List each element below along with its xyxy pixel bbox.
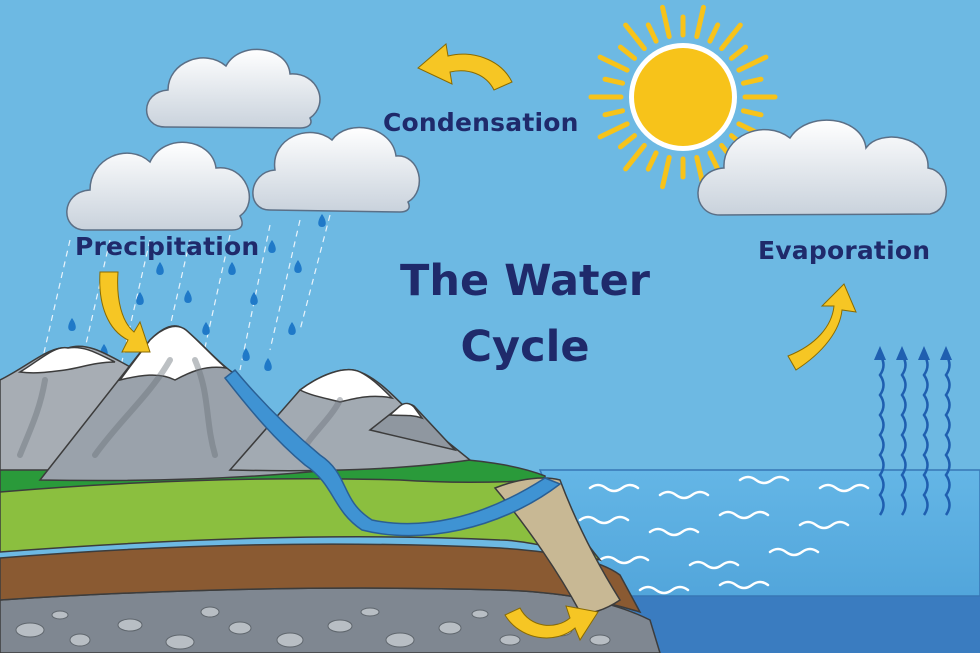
cloud-icon — [66, 141, 251, 231]
evaporation-label: Evaporation — [758, 236, 931, 265]
cycle-arrow-icon — [787, 283, 857, 371]
cycle-arrow-icon — [417, 43, 513, 91]
mountain-icon — [0, 325, 472, 482]
deep-sea — [620, 596, 980, 653]
cycle-arrow-icon — [99, 271, 151, 353]
wave-icon — [578, 475, 870, 595]
precipitation-label: Precipitation — [75, 232, 260, 261]
shore-slope — [493, 477, 622, 614]
title-line-2: Cycle — [460, 322, 590, 372]
raindrop-icon — [68, 214, 326, 371]
cloud-icon — [697, 119, 947, 216]
cloud-icon — [252, 126, 421, 213]
pebbles — [15, 606, 611, 650]
river — [223, 368, 562, 537]
bedrock-layer — [0, 587, 661, 653]
page-title: The Water Cycle — [360, 248, 690, 380]
soil-layer — [0, 543, 642, 614]
vapor-arrow-icon — [874, 346, 952, 516]
sun-icon — [588, 4, 778, 190]
title-line-1: The Water — [400, 256, 650, 306]
cloud-icon — [145, 48, 321, 129]
cycle-arrow-icon — [504, 605, 599, 642]
condensation-label: Condensation — [383, 108, 579, 137]
